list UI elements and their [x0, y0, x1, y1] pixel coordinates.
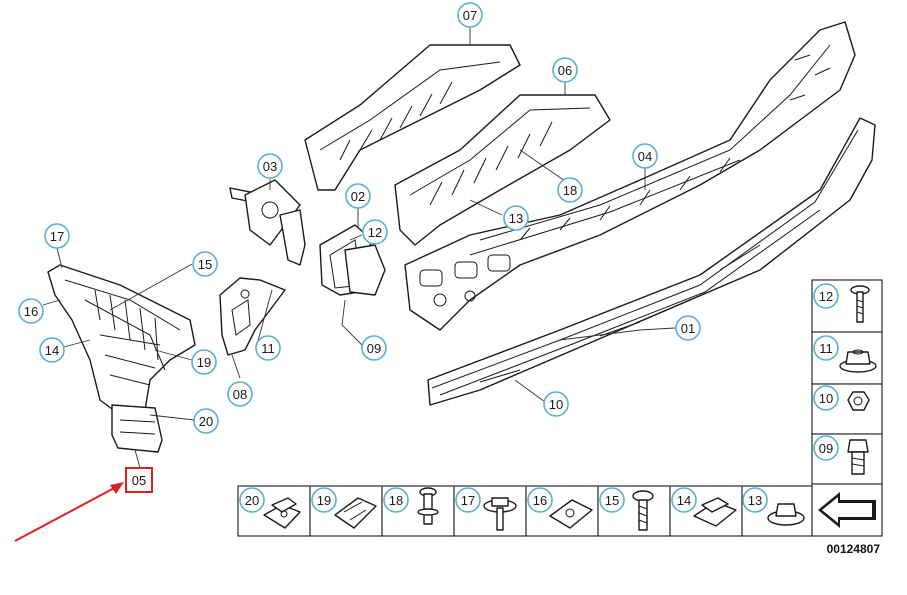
callout-label: 18	[563, 183, 577, 198]
callout-13[interactable]: 13	[503, 205, 529, 231]
hw-item-12[interactable]: 12	[813, 283, 870, 323]
callout-17[interactable]: 17	[44, 223, 70, 249]
callout-08[interactable]: 08	[227, 381, 253, 407]
clip-nut-icon	[263, 497, 301, 529]
hex-nut-icon	[847, 391, 870, 411]
red-pointer-arrow	[14, 482, 124, 542]
callout-label: 11	[261, 341, 275, 356]
screw-icon	[850, 285, 870, 323]
hw-item-17[interactable]: 17	[455, 487, 517, 531]
collar-screw-icon	[483, 497, 517, 531]
hw-item-09[interactable]: 09	[813, 435, 869, 475]
callout-05-highlighted[interactable]: 05	[125, 467, 153, 493]
callout-11[interactable]: 11	[255, 335, 281, 361]
bumper-carrier-01	[427, 117, 876, 406]
tapping-screw-icon	[632, 490, 654, 531]
callout-10[interactable]: 10	[543, 391, 569, 417]
hw-label: 15	[605, 493, 619, 508]
callout-01[interactable]: 01	[675, 315, 701, 341]
bracket-08	[219, 277, 286, 356]
hw-item-11[interactable]: 11	[813, 335, 877, 373]
hw-label: 11	[819, 341, 833, 356]
callout-label: 03	[263, 159, 277, 174]
callout-label: 20	[199, 414, 213, 429]
hw-label: 14	[677, 493, 691, 508]
arrow-symbol-icon	[818, 492, 876, 528]
hardware-side-panel: 12 11 10 09	[811, 279, 883, 537]
u-clip-icon	[693, 497, 737, 527]
side-member-04	[404, 21, 856, 331]
hw-item-10[interactable]: 10	[813, 385, 870, 411]
hw-label: 10	[819, 391, 833, 406]
catalog-number: 00124807	[827, 542, 881, 556]
callout-15[interactable]: 15	[192, 251, 218, 277]
hw-label: 12	[819, 289, 833, 304]
flange-nut-icon	[839, 349, 877, 373]
callout-label: 06	[558, 63, 572, 78]
callout-14[interactable]: 14	[39, 337, 65, 363]
callout-label: 14	[45, 343, 59, 358]
callout-07[interactable]: 07	[457, 2, 483, 28]
hw-label: 17	[461, 493, 475, 508]
plate-02	[319, 224, 386, 296]
hw-item-16[interactable]: 16	[527, 487, 593, 529]
hw-label: 18	[389, 493, 403, 508]
hw-label: 09	[819, 441, 833, 456]
hw-item-18[interactable]: 18	[383, 487, 439, 525]
hw-label: 19	[317, 493, 331, 508]
washer-nut-icon	[767, 503, 805, 526]
push-rivet-icon	[417, 487, 439, 525]
callout-label: 08	[233, 387, 247, 402]
callout-04[interactable]: 04	[632, 143, 658, 169]
callout-02[interactable]: 02	[345, 183, 371, 209]
callout-20[interactable]: 20	[193, 408, 219, 434]
callout-label: 13	[509, 211, 523, 226]
callout-label: 07	[463, 8, 477, 23]
bracket-06	[394, 94, 611, 246]
spring-clip-icon	[334, 497, 377, 529]
callout-09[interactable]: 09	[361, 335, 387, 361]
callout-label: 16	[24, 304, 38, 319]
callout-label: 05	[132, 473, 146, 488]
callout-label: 01	[681, 321, 695, 336]
hw-item-14[interactable]: 14	[671, 487, 737, 527]
hw-item-20[interactable]: 20	[239, 487, 301, 529]
hw-label: 20	[245, 493, 259, 508]
sheet-nut-icon	[549, 499, 593, 529]
callout-19[interactable]: 19	[191, 349, 217, 375]
leader-lines	[42, 27, 676, 469]
side-bracket-05	[47, 264, 196, 453]
hw-label: 16	[533, 493, 547, 508]
bracket-07	[304, 44, 521, 191]
callout-16[interactable]: 16	[18, 298, 44, 324]
hardware-bottom-panel: 20 19 18 17	[237, 485, 813, 537]
callout-18[interactable]: 18	[557, 177, 583, 203]
callout-label: 19	[197, 355, 211, 370]
callout-label: 12	[368, 225, 382, 240]
hw-item-13[interactable]: 13	[742, 487, 805, 526]
hex-bolt-icon	[847, 439, 869, 475]
hw-label: 13	[748, 493, 762, 508]
callout-label: 17	[50, 229, 64, 244]
callout-label: 15	[198, 257, 212, 272]
callout-label: 09	[367, 341, 381, 356]
callout-03[interactable]: 03	[257, 153, 283, 179]
mount-03	[229, 179, 306, 266]
hw-item-19[interactable]: 19	[311, 487, 377, 529]
callout-label: 04	[638, 149, 652, 164]
callout-06[interactable]: 06	[552, 57, 578, 83]
callout-label: 02	[351, 189, 365, 204]
callout-12[interactable]: 12	[362, 219, 388, 245]
hw-item-15[interactable]: 15	[599, 487, 654, 531]
callout-label: 10	[549, 397, 563, 412]
